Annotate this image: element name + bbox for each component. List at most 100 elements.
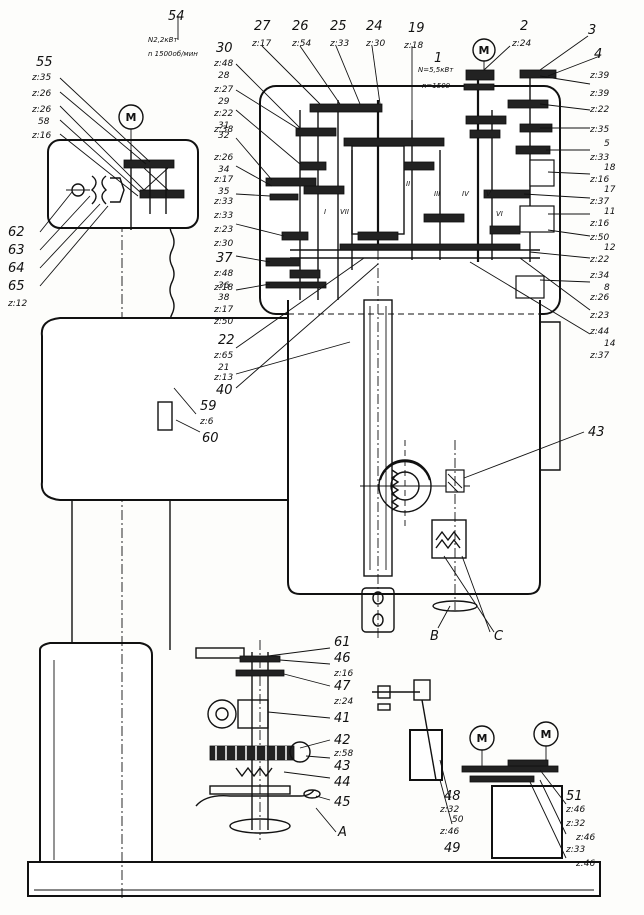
label-46: 46 (334, 651, 351, 666)
label-46-z: z:16 (333, 669, 353, 679)
label-35: 35 (218, 187, 230, 197)
label-30-z: z:48 (213, 59, 233, 69)
hr-z5: z:33 (589, 153, 609, 163)
gearbox-upper: I II III IV V VI VII (265, 69, 557, 300)
hr-z9: z:50 (589, 233, 609, 243)
label-50-z: z:46 (439, 827, 459, 837)
label-35-z: z:33 (213, 197, 233, 207)
label-4: 4 (594, 47, 602, 62)
label-34: 34 (218, 165, 230, 175)
label-59: 59 (200, 399, 217, 414)
label-21: 21 (218, 363, 229, 373)
label-22: 22 (218, 333, 235, 348)
label-55-z3: z:26 (31, 105, 51, 115)
label-51-z: z:46 (565, 805, 585, 815)
label-51-z2: z:32 (565, 819, 585, 829)
hr-n11: 11 (604, 207, 615, 217)
feed-mechanism-right (461, 746, 563, 859)
label-32: 32 (218, 131, 230, 141)
motor-radial-spec2: n 1500об/мин (148, 50, 198, 58)
hr-z7: z:37 (589, 197, 609, 207)
label-24: 24 (366, 19, 383, 34)
label-42: 42 (334, 733, 351, 748)
motor-main-spec2: n=1500 (422, 82, 451, 90)
label-37: 37 (216, 251, 233, 266)
motor-main: M N=5,5кВт n=1500 (418, 38, 496, 90)
label-63: 63 (8, 243, 25, 258)
label-47-z: z:24 (333, 697, 353, 707)
label-35-z2: z:33 (213, 211, 233, 221)
hr-n5: 5 (604, 139, 610, 149)
motor-main-symbol: M (479, 44, 490, 57)
label-30: 30 (216, 41, 233, 56)
label-B: B (430, 629, 439, 644)
label-55-z1: z:35 (31, 73, 51, 83)
shaft-roman-6: VI (496, 210, 503, 218)
hr-z1: z:39 (589, 71, 609, 81)
drill-head-lower (287, 300, 541, 595)
hr-n14: 14 (604, 339, 616, 349)
label-19-z: z:18 (403, 41, 423, 51)
label-35-z4: z:30 (213, 239, 233, 249)
label-1: 1 (434, 51, 442, 66)
label-27: 27 (254, 19, 271, 34)
label-25: 25 (330, 19, 347, 34)
worm-43 (431, 440, 478, 612)
label-24-z: z:30 (365, 39, 385, 49)
label-22-z: z:65 (213, 351, 233, 361)
hr-n18: 18 (604, 163, 616, 173)
label-62: 62 (8, 225, 25, 240)
label-60: 60 (202, 431, 219, 446)
label-55-z2: z:26 (31, 89, 51, 99)
label-48-z: z:32 (439, 805, 459, 815)
label-49: 49 (444, 841, 461, 856)
label-65: 65 (8, 279, 25, 294)
label-C: C (494, 629, 504, 644)
auxiliary-drive (372, 679, 443, 781)
hr-z12: z:26 (589, 293, 609, 303)
label-65-z: z:12 (7, 299, 27, 309)
label-19: 19 (408, 21, 425, 36)
drill-head-upper (259, 85, 561, 315)
motor-radial-symbol: M (126, 111, 137, 124)
label-44: 44 (334, 775, 351, 790)
label-64: 64 (8, 261, 25, 276)
label-54: 54 (168, 9, 185, 24)
label-38: 38 (218, 293, 230, 303)
label-26: 26 (292, 19, 309, 34)
label-A: A (337, 825, 347, 840)
label-38-z3: z:50 (213, 317, 233, 327)
label-37-z: z:48 (213, 269, 233, 279)
label-51-z3: z:46 (575, 833, 595, 843)
label-2: 2 (520, 19, 528, 34)
label-48: 48 (444, 789, 461, 804)
label-51: 51 (566, 789, 583, 804)
label-33-z: z:26 (213, 153, 233, 163)
label-43: 43 (334, 759, 351, 774)
label-36: 36 (218, 281, 230, 291)
motor-feed-left-symbol: M (477, 732, 488, 745)
label-43-upper: 43 (588, 425, 605, 440)
label-2-z: z:24 (511, 39, 531, 49)
label-26-z: z:54 (291, 39, 311, 49)
label-31: 31 (218, 121, 229, 131)
spindle (361, 250, 400, 640)
label-50: 50 (452, 815, 464, 825)
label-45: 45 (334, 795, 351, 810)
hr-z6: z:16 (589, 175, 609, 185)
label-59-z: z:6 (199, 417, 214, 427)
shaft-roman-4: IV (462, 190, 470, 198)
hr-n17: 17 (604, 185, 616, 195)
hr-z3: z:22 (589, 105, 609, 115)
leader-lines (39, 16, 601, 859)
feed-mechanism-left (195, 640, 321, 840)
label-40: 40 (216, 383, 233, 398)
base-plate (27, 861, 601, 897)
shaft-roman-2: II (406, 180, 410, 188)
label-58-z: z:16 (31, 131, 51, 141)
hr-z14: z:44 (589, 327, 609, 337)
label-38-z: z:18 (213, 283, 233, 293)
hr-z4: z:35 (589, 125, 609, 135)
arm-clamp (157, 401, 173, 431)
